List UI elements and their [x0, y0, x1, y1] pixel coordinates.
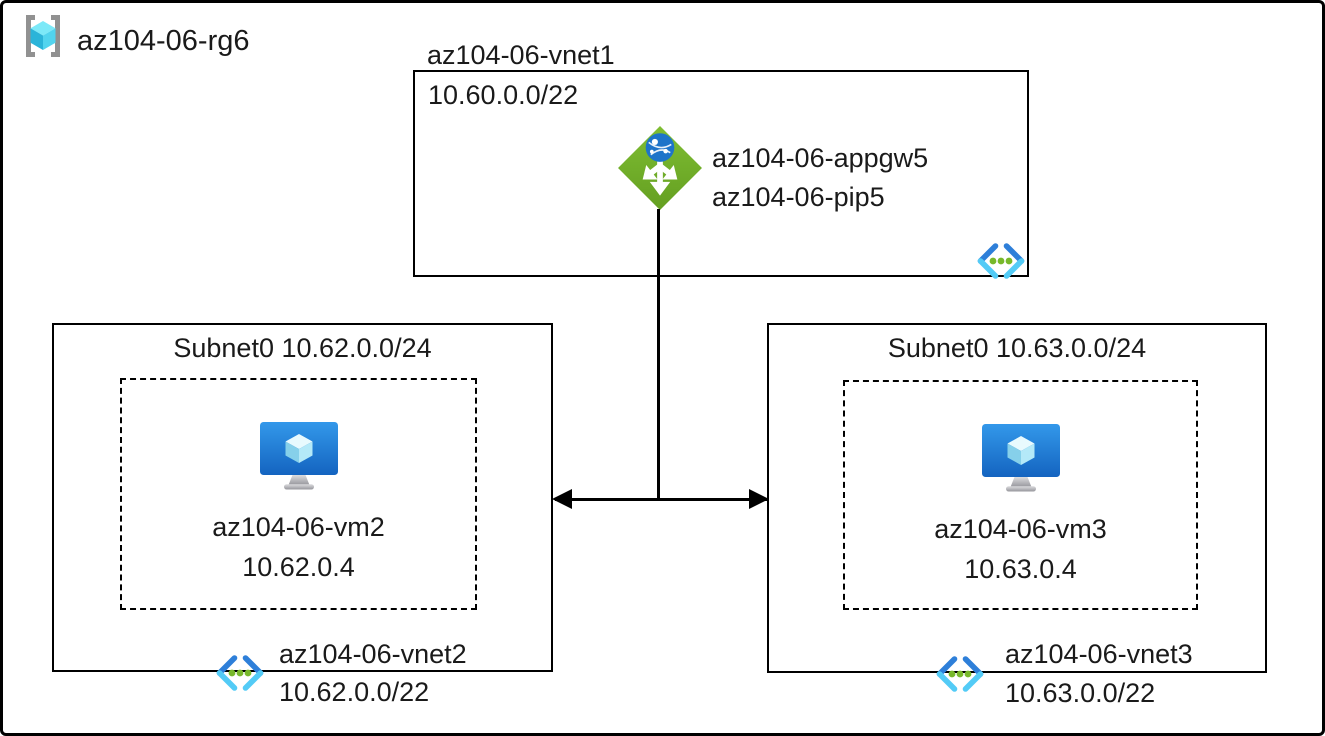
- appgw-label: az104-06-appgw5: [712, 143, 929, 173]
- peering-line: [555, 498, 768, 501]
- peering-arrowhead-right: [749, 489, 769, 509]
- vm3-name: az104-06-vm3: [934, 514, 1107, 544]
- subnet-right-dashed-box: az104-06-vm3 10.63.0.4: [843, 380, 1198, 610]
- subnet-left-title: Subnet0 10.62.0.0/24: [173, 333, 432, 363]
- vnet3-box: Subnet0 10.63.0.0/24 az104-06-vm3 10.63.…: [767, 323, 1267, 673]
- vnet3-cidr: 10.63.0.0/22: [1005, 678, 1156, 708]
- virtual-network-icon: [214, 654, 266, 692]
- vnet1-cidr: 10.60.0.0/22: [428, 80, 579, 110]
- subnet-right-title: Subnet0 10.63.0.0/24: [887, 333, 1147, 363]
- vnet2-cidr: 10.62.0.0/22: [279, 677, 430, 707]
- resource-group-label: az104-06-rg6: [77, 25, 250, 57]
- vm2-ip: 10.62.0.4: [242, 552, 355, 582]
- virtual-network-icon: [975, 242, 1027, 280]
- virtual-network-icon: [934, 655, 986, 693]
- vm3-ip: 10.63.0.4: [964, 554, 1077, 584]
- vm2-name: az104-06-vm2: [212, 512, 385, 542]
- application-gateway-icon: [617, 125, 703, 211]
- virtual-machine-icon: [981, 424, 1061, 492]
- vnet2-name: az104-06-vnet2: [279, 639, 467, 669]
- pip-label: az104-06-pip5: [712, 182, 885, 212]
- appgw-connector-line: [657, 209, 660, 500]
- resource-group-icon: [21, 14, 65, 58]
- vnet3-name: az104-06-vnet3: [1005, 639, 1193, 669]
- subnet-left-dashed-box: az104-06-vm2 10.62.0.4: [120, 378, 477, 610]
- vnet1-title: az104-06-vnet1: [427, 40, 615, 70]
- vnet2-box: Subnet0 10.62.0.0/24: [52, 323, 553, 672]
- virtual-machine-icon: [259, 422, 339, 490]
- vnet1-box: [413, 70, 1029, 277]
- peering-arrowhead-left: [552, 489, 572, 509]
